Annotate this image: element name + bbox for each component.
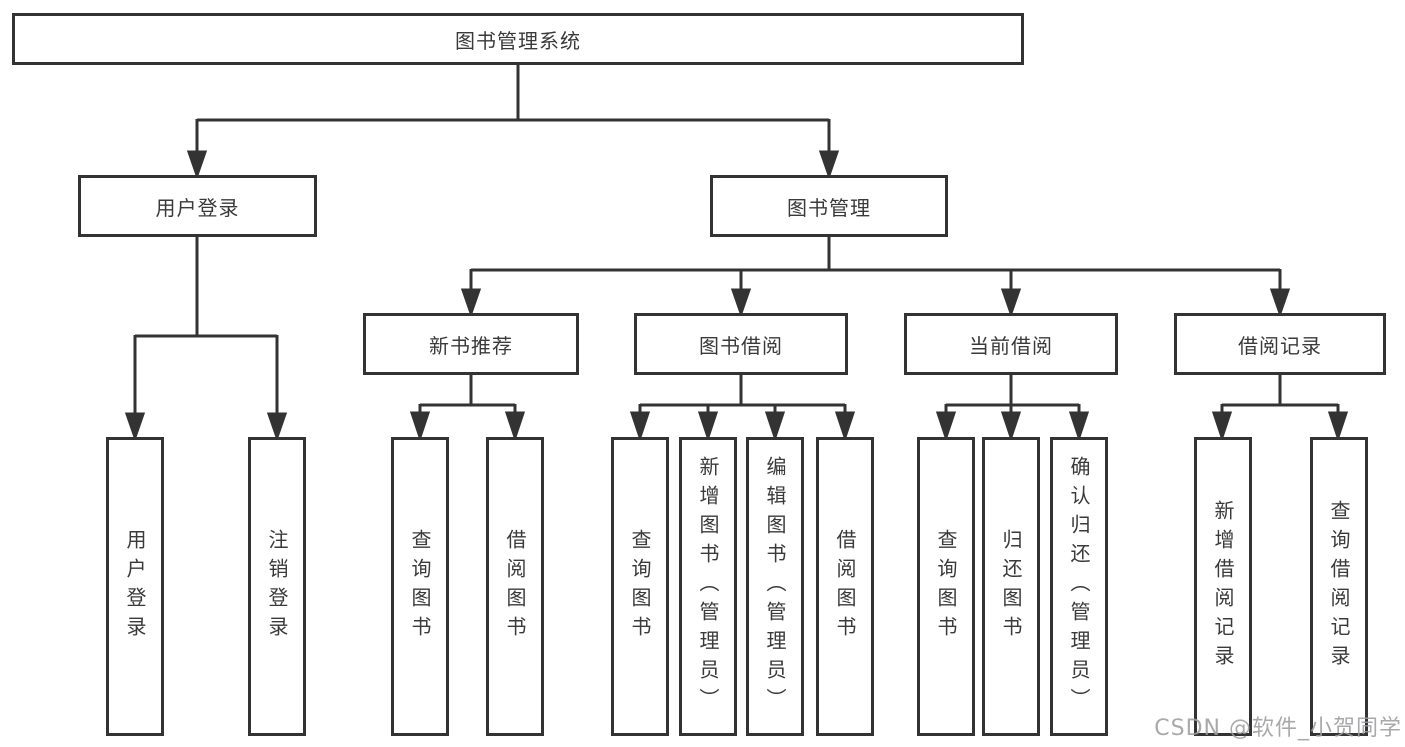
leaf-label: 查询借阅记录 — [1327, 499, 1351, 674]
leaf-edit-books-admin: 编辑图书（管理员） — [746, 437, 804, 736]
node-user-login: 用户登录 — [78, 175, 317, 237]
node-new-book-recommend: 新书推荐 — [363, 313, 579, 375]
node-label: 图书管理 — [787, 195, 871, 220]
node-book-management: 图书管理 — [710, 175, 948, 237]
leaf-label: 借阅图书 — [503, 528, 527, 645]
leaf-borrow-books-recommend: 借阅图书 — [486, 437, 544, 736]
leaf-confirm-return-admin: 确认归还（管理员） — [1050, 437, 1108, 736]
csdn-watermark: CSDN @软件_小贺同学 — [1154, 716, 1402, 741]
node-current-borrowing: 当前借阅 — [904, 313, 1118, 375]
node-label: 借阅记录 — [1238, 333, 1322, 358]
leaf-label: 新增图书（管理员） — [696, 456, 720, 717]
leaf-add-borrow-record: 新增借阅记录 — [1194, 437, 1252, 736]
leaf-user-login: 用户登录 — [106, 437, 164, 736]
node-label: 图书借阅 — [699, 333, 783, 358]
leaf-label: 用户登录 — [123, 528, 147, 645]
leaf-label: 注销登录 — [265, 528, 289, 645]
leaf-logout: 注销登录 — [248, 437, 306, 736]
leaf-label: 编辑图书（管理员） — [763, 456, 787, 717]
node-borrowing-records: 借阅记录 — [1174, 313, 1386, 375]
leaf-query-books-recommend: 查询图书 — [391, 437, 449, 736]
leaf-borrow-books: 借阅图书 — [816, 437, 874, 736]
leaf-add-books-admin: 新增图书（管理员） — [679, 437, 737, 736]
leaf-label: 新增借阅记录 — [1211, 499, 1235, 674]
leaf-return-books: 归还图书 — [982, 437, 1040, 736]
leaf-label: 归还图书 — [999, 528, 1023, 645]
leaf-label: 查询图书 — [408, 528, 432, 645]
leaf-query-books-current: 查询图书 — [917, 437, 975, 736]
leaf-label: 借阅图书 — [833, 528, 857, 645]
node-library-system: 图书管理系统 — [12, 13, 1024, 65]
leaf-label: 查询图书 — [628, 528, 652, 645]
node-label: 当前借阅 — [969, 333, 1053, 358]
node-label: 图书管理系统 — [455, 28, 581, 53]
leaf-query-books-borrowing: 查询图书 — [611, 437, 669, 736]
leaf-label: 确认归还（管理员） — [1067, 456, 1091, 717]
node-label: 新书推荐 — [429, 333, 513, 358]
node-label: 用户登录 — [155, 195, 240, 220]
leaf-query-borrow-record: 查询借阅记录 — [1310, 437, 1368, 736]
node-book-borrowing: 图书借阅 — [634, 313, 848, 375]
leaf-label: 查询图书 — [934, 528, 958, 645]
